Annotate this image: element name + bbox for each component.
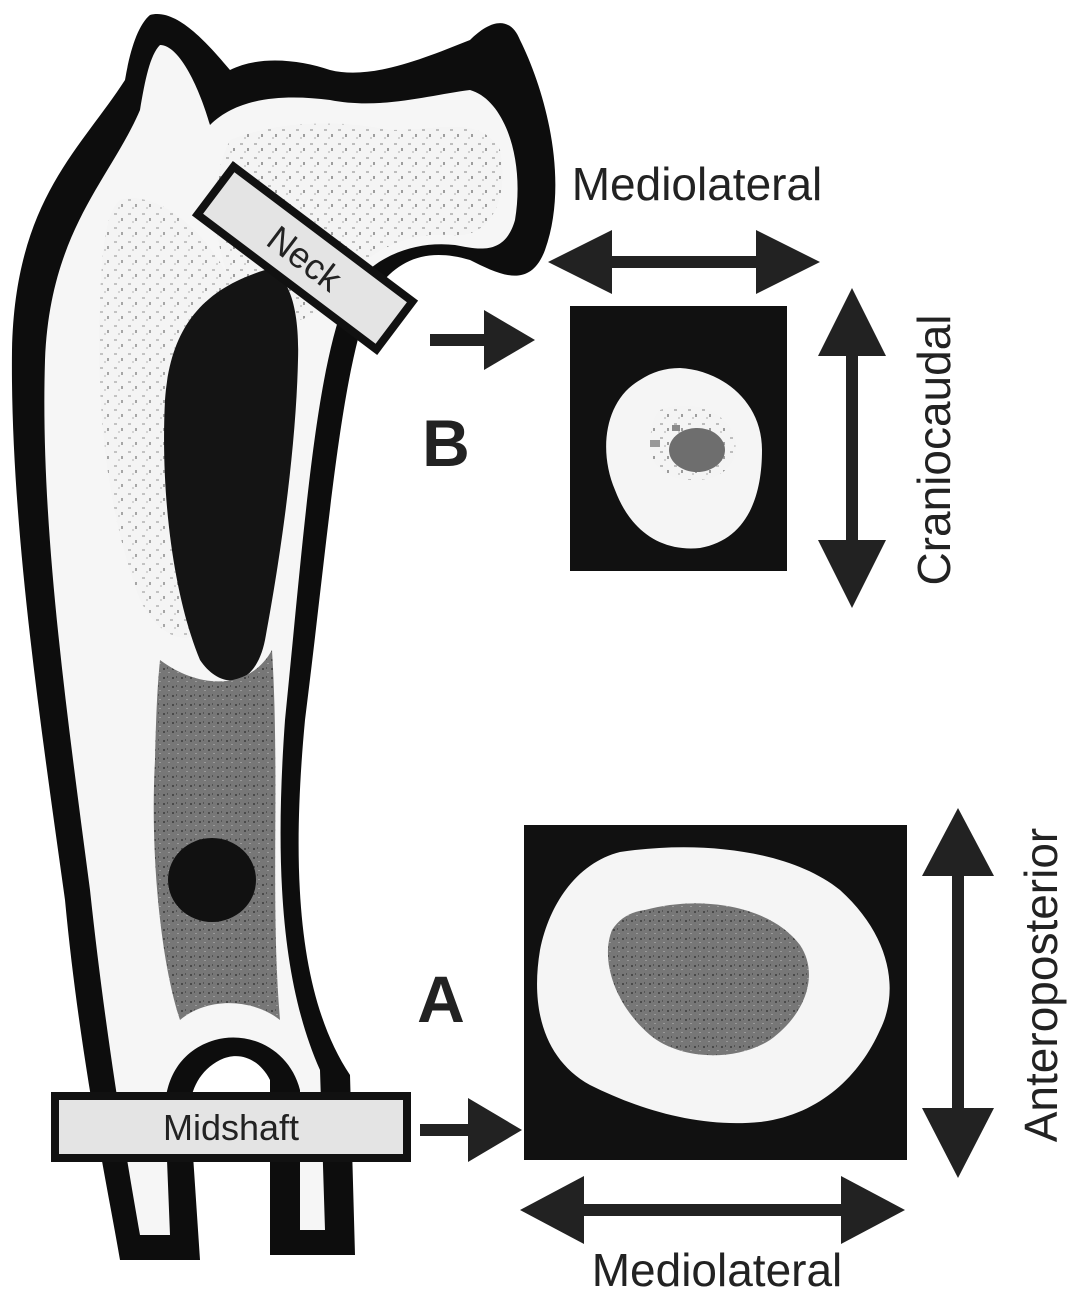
femur-marrow-nodule	[168, 838, 256, 922]
b-mediolateral-double-arrow	[548, 230, 820, 294]
panel-b-letter: B	[422, 406, 470, 480]
a-mediolateral-double-arrow	[520, 1176, 905, 1244]
midshaft-cross-section-image	[524, 825, 907, 1160]
b-craniocaudal-double-arrow	[818, 288, 886, 608]
femur-marrow-gray	[154, 650, 280, 1020]
a-anteroposterior-double-arrow	[922, 808, 994, 1178]
a-mediolateral-label: Mediolateral	[592, 1244, 843, 1295]
midshaft-label: Midshaft	[163, 1107, 299, 1148]
b-pointer-arrow	[430, 310, 535, 370]
panel-a-letter: A	[417, 962, 465, 1036]
b-craniocaudal-label: Craniocaudal	[908, 314, 960, 585]
midshaft-label-box: Midshaft	[55, 1096, 407, 1158]
a-anteroposterior-label: Anteroposterior	[1015, 828, 1067, 1143]
a-pointer-arrow	[420, 1098, 522, 1162]
b-mediolateral-label: Mediolateral	[572, 158, 823, 210]
neck-cross-section-image	[570, 306, 787, 571]
